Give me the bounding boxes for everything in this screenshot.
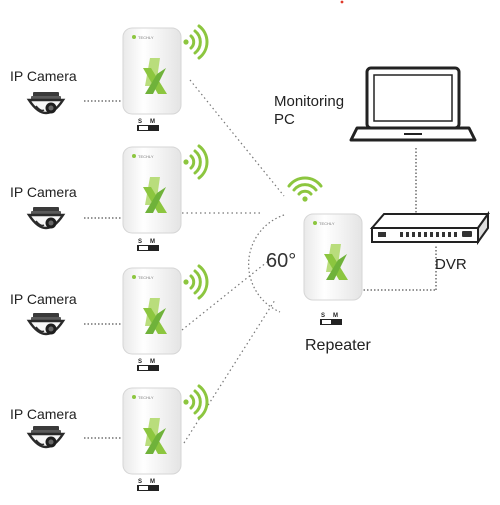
- pc-label: PC: [274, 111, 295, 128]
- svg-text:S: S: [138, 239, 142, 245]
- camera-links: [84, 100, 123, 439]
- camera-icon: [27, 424, 65, 449]
- camera-label: IP Camera: [10, 184, 77, 200]
- wired-links: [360, 148, 437, 291]
- mode-switch: S M: [137, 479, 159, 491]
- svg-text:S: S: [321, 313, 325, 319]
- svg-text:S: S: [138, 119, 142, 125]
- monitoring-label: Monitoring: [274, 93, 345, 110]
- mode-switch: S M: [137, 359, 159, 371]
- dvr-label: DVR: [435, 256, 467, 273]
- camera-icon: [27, 311, 65, 336]
- marker-dot: [340, 0, 344, 4]
- device-brand: TECHLY: [138, 275, 154, 280]
- svg-text:M: M: [150, 119, 155, 125]
- repeater-device: [303, 213, 363, 301]
- mode-switch: S M: [137, 119, 159, 131]
- mode-switch: S M: [320, 313, 342, 325]
- camera-label: IP Camera: [10, 406, 77, 422]
- camera-icon: [27, 90, 65, 115]
- camera-label: IP Camera: [10, 291, 77, 307]
- repeater-label: Repeater: [305, 337, 371, 354]
- camera-label: IP Camera: [10, 68, 77, 84]
- mode-switch: S M: [137, 239, 159, 251]
- access-point-device: [122, 267, 182, 355]
- dvr-icon: [369, 210, 490, 246]
- svg-text:M: M: [150, 359, 155, 365]
- wifi-signal-icon: [181, 24, 209, 60]
- wifi-signal-icon: [287, 176, 323, 204]
- svg-text:M: M: [150, 239, 155, 245]
- access-point-device: [122, 146, 182, 234]
- laptop-icon: [349, 66, 477, 142]
- device-brand: TECHLY: [319, 221, 335, 226]
- wifi-signal-icon: [181, 264, 209, 300]
- wifi-signal-icon: [181, 384, 209, 420]
- wifi-signal-icon: [181, 144, 209, 180]
- device-brand: TECHLY: [138, 35, 154, 40]
- svg-text:S: S: [138, 359, 142, 365]
- access-point-device: [122, 27, 182, 115]
- svg-text:S: S: [138, 479, 142, 485]
- camera-icon: [27, 205, 65, 230]
- svg-text:M: M: [150, 479, 155, 485]
- angle-label: 60°: [266, 250, 297, 272]
- access-point-device: [122, 387, 182, 475]
- device-brand: TECHLY: [138, 395, 154, 400]
- device-brand: TECHLY: [138, 154, 154, 159]
- svg-text:M: M: [333, 313, 338, 319]
